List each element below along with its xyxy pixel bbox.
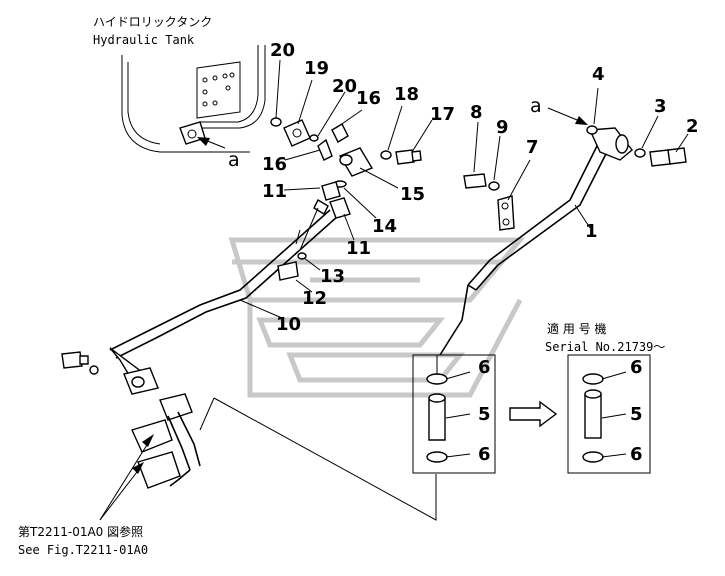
callout-19: 19 xyxy=(304,58,329,79)
callout-5a: 5 xyxy=(478,404,491,425)
parts-left-end xyxy=(61,351,159,395)
callout-18: 18 xyxy=(394,84,419,105)
callout-16a: 16 xyxy=(356,88,381,109)
callout-6d: 6 xyxy=(630,444,643,465)
see-fig-arrows xyxy=(99,434,154,521)
callout-20a: 20 xyxy=(270,40,295,61)
callout-11a: 11 xyxy=(262,181,287,202)
detail-box-current xyxy=(412,354,496,474)
hydraulic-tank xyxy=(121,45,266,153)
ref-a-label-right: a xyxy=(530,95,542,117)
tank-title-en: Hydraulic Tank xyxy=(93,33,195,47)
callout-numbers: 1 2 3 4 5 5 6 6 6 6 7 8 9 10 11 11 12 13… xyxy=(262,40,699,465)
ref-a-right: a xyxy=(530,95,588,125)
parts-top-right xyxy=(586,87,689,167)
callout-5b: 5 xyxy=(630,404,643,425)
callout-12: 12 xyxy=(302,288,327,309)
callout-11b: 11 xyxy=(346,238,371,259)
callout-17: 17 xyxy=(430,104,455,125)
callout-7: 7 xyxy=(526,137,539,158)
callout-3: 3 xyxy=(654,96,667,117)
detail-box-new xyxy=(567,354,651,474)
pipe-1 xyxy=(467,127,633,291)
callout-10: 10 xyxy=(276,314,301,335)
callout-6c: 6 xyxy=(630,357,643,378)
callout-1: 1 xyxy=(585,221,598,242)
callout-4: 4 xyxy=(592,64,605,85)
serial-note-jp: 適 用 号 機 xyxy=(547,321,606,336)
callout-14: 14 xyxy=(372,216,397,237)
fittings-lower-left xyxy=(131,393,215,489)
ref-a-label-left: a xyxy=(228,149,240,171)
callout-8: 8 xyxy=(470,102,483,123)
detail-link-line xyxy=(213,397,437,521)
parts-middle xyxy=(277,181,355,293)
pipe-1-lower xyxy=(439,284,469,356)
callout-6b: 6 xyxy=(478,444,491,465)
callout-9: 9 xyxy=(496,117,509,138)
callout-2: 2 xyxy=(686,116,699,137)
callout-16b: 16 xyxy=(262,154,287,175)
see-fig-note-jp: 第T2211-01A0 図参照 xyxy=(18,524,143,539)
callout-15: 15 xyxy=(400,184,425,205)
change-arrow xyxy=(509,400,558,428)
callout-6a: 6 xyxy=(478,357,491,378)
see-fig-note-en: See Fig.T2211-01A0 xyxy=(18,543,148,557)
serial-note-en: Serial No.21739～ xyxy=(545,340,665,354)
tank-title-jp: ハイドロリックタンク xyxy=(93,15,212,29)
callout-20b: 20 xyxy=(332,76,357,97)
ref-a-left: a xyxy=(197,137,240,171)
callout-13: 13 xyxy=(320,266,345,287)
clamp-assembly xyxy=(463,121,531,231)
